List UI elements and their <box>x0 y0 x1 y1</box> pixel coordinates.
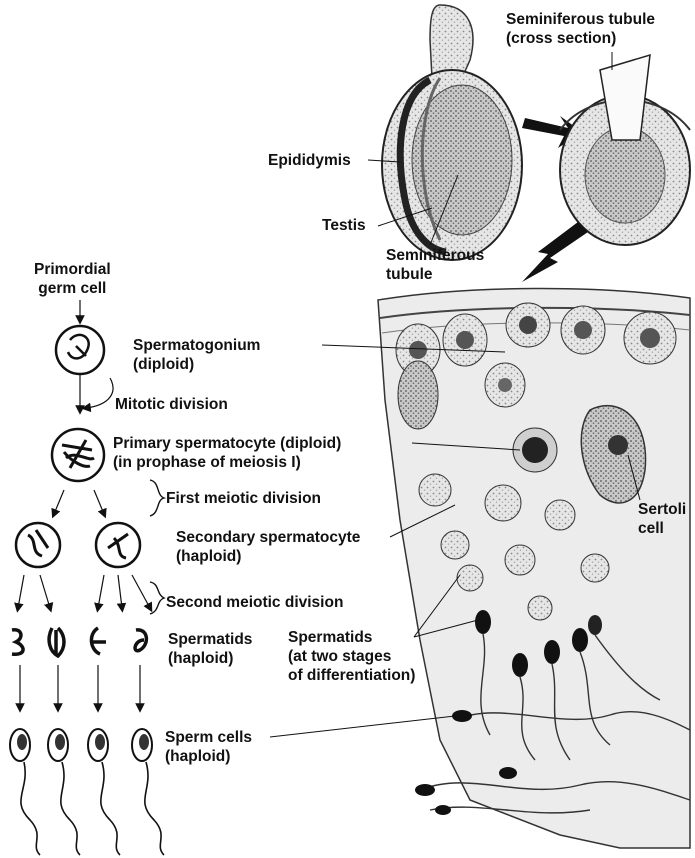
label-seminiferous-tubule: Seminiferous tubule <box>386 246 484 284</box>
tubule-cross-section <box>560 55 690 245</box>
division-braces <box>150 480 164 614</box>
label-epididymis: Epididymis <box>268 151 351 170</box>
spermatid-cells-left <box>12 628 146 656</box>
label-testis: Testis <box>322 216 366 235</box>
label-spermatids-right: Spermatids (at two stages of differentia… <box>288 628 415 685</box>
secondary-spermatocyte-cells-left <box>16 523 140 567</box>
label-sertoli-cell: Sertoli cell <box>638 500 686 538</box>
spermatogonium-cell-left <box>56 326 104 374</box>
mitotic-loop-arrow <box>86 378 113 408</box>
label-sperm-cells: Sperm cells (haploid) <box>165 728 252 766</box>
primary-spermatocyte-cell-left <box>52 429 104 481</box>
label-first-meiotic-division: First meiotic division <box>166 489 321 508</box>
tubule-wall-section <box>378 288 690 848</box>
label-spermatogonium: Spermatogonium (diploid) <box>133 336 260 374</box>
label-primary-spermatocyte: Primary spermatocyte (diploid) (in proph… <box>113 434 341 472</box>
arrow-to-tubule-wall <box>522 222 588 282</box>
sperm-cells-left <box>10 729 164 855</box>
testis-illustration <box>382 5 522 260</box>
label-seminiferous-tubule-cross-section: Seminiferous tubule (cross section) <box>506 10 655 48</box>
label-primordial-germ-cell: Primordial germ cell <box>34 260 111 298</box>
label-spermatids-left: Spermatids (haploid) <box>168 630 252 668</box>
label-second-meiotic-division: Second meiotic division <box>166 593 343 612</box>
label-mitotic-division: Mitotic division <box>115 395 228 414</box>
label-secondary-spermatocyte: Secondary spermatocyte (haploid) <box>176 528 360 566</box>
